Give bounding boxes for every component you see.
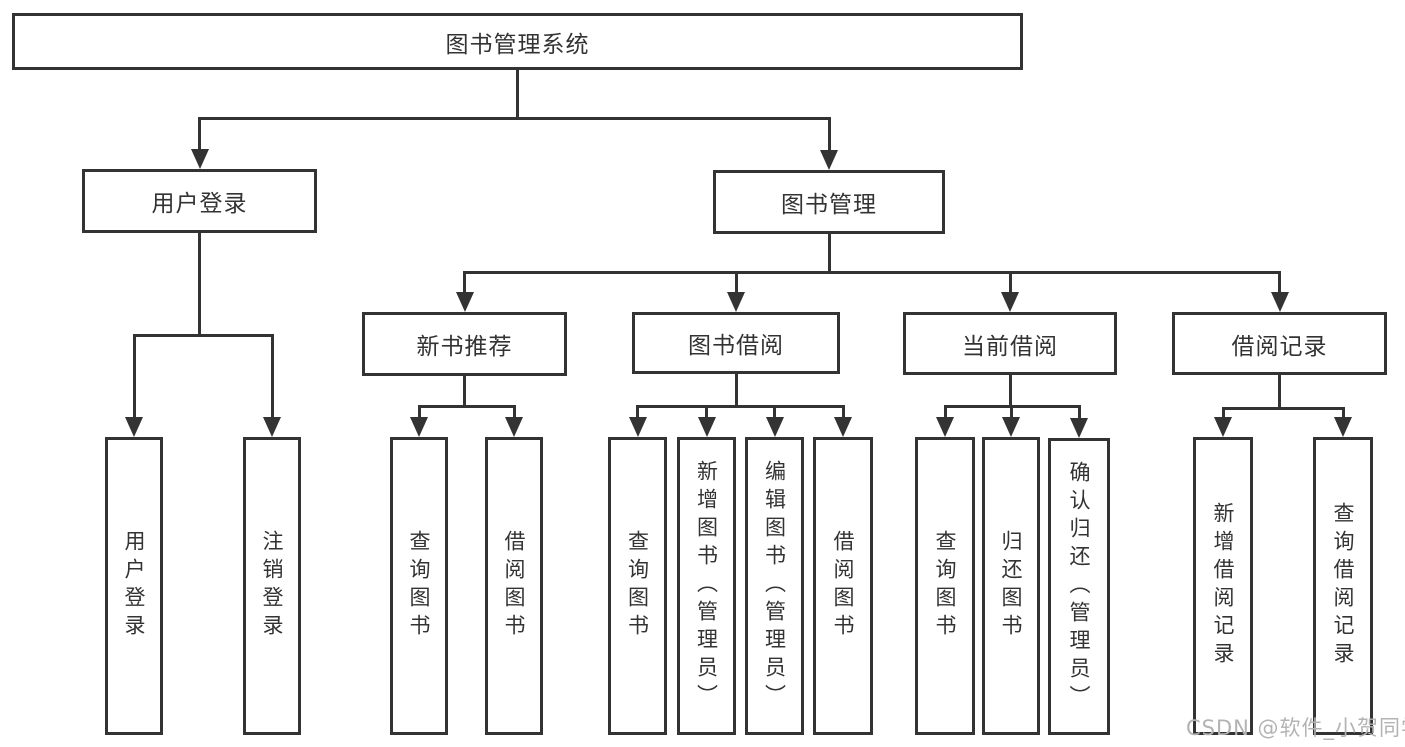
node-label: 当前借阅	[962, 333, 1058, 360]
arrow-head	[936, 417, 954, 437]
diagram-node-leaf_login: 用户登录	[105, 437, 163, 735]
arrow-head	[1334, 417, 1352, 437]
arrow-head	[455, 292, 474, 312]
diagram-node-bor_add: 新增图书（管理员）	[677, 437, 736, 735]
diagram-node-sys: 图书管理系统	[12, 13, 1023, 70]
diagram-node-rec: 新书推荐	[362, 312, 567, 376]
diagram-node-rec_borrow: 借阅图书	[485, 437, 543, 735]
arrow-head	[263, 417, 281, 437]
diagram-node-record: 借阅记录	[1172, 312, 1387, 375]
connector-line	[734, 272, 738, 296]
node-label: 图书管理系统	[445, 31, 590, 58]
connector-line	[1278, 272, 1281, 296]
connector-line	[463, 270, 1281, 274]
node-label: 编辑图书（管理员）	[762, 460, 787, 712]
connector-line	[827, 118, 831, 154]
connector-line	[734, 374, 738, 406]
connector-line	[198, 116, 831, 120]
diagram-node-cur_confirm: 确认归还（管理员）	[1048, 438, 1110, 735]
connector-line	[417, 406, 421, 421]
node-label: 图书管理	[781, 192, 877, 218]
connector-line	[516, 70, 519, 118]
connector-line	[198, 233, 201, 335]
connector-line	[1008, 375, 1012, 406]
diagram-node-bor_borrow: 借阅图书	[813, 437, 873, 735]
connector-line	[132, 335, 136, 421]
diagram-node-log_query: 查询借阅记录	[1313, 437, 1373, 735]
node-label: 用户登录	[122, 530, 146, 642]
node-label: 新书推荐	[416, 334, 513, 360]
connector-line	[1341, 408, 1345, 421]
node-label: 查询图书	[407, 530, 431, 642]
arrow-head	[1002, 417, 1020, 437]
arrow-head	[1001, 292, 1019, 312]
diagram-node-cur_return: 归还图书	[982, 437, 1040, 735]
connector-line	[636, 406, 639, 421]
connector-line	[636, 404, 845, 408]
node-label: 借阅图书	[831, 530, 855, 642]
arrow-head	[410, 417, 428, 437]
arrow-head	[697, 417, 716, 437]
arrow-head	[1070, 418, 1088, 438]
arrow-head	[190, 149, 209, 169]
diagram-node-log_add: 新增借阅记录	[1193, 437, 1253, 735]
node-label: 归还图书	[999, 530, 1023, 642]
connector-line	[773, 406, 776, 421]
diagram-node-rec_query: 查询图书	[390, 437, 448, 735]
node-label: 图书借阅	[688, 333, 784, 359]
arrow-head	[820, 150, 838, 170]
arrow-head	[834, 417, 852, 437]
connector-line	[943, 406, 947, 421]
connector-line	[1077, 406, 1081, 422]
node-label: 借阅记录	[1231, 333, 1328, 360]
node-label: 借阅图书	[502, 530, 526, 642]
node-label: 查询借阅记录	[1331, 502, 1355, 670]
connector-line	[1221, 406, 1345, 410]
arrow-head	[765, 417, 784, 437]
arrow-head	[125, 417, 143, 437]
node-label: 确认归还（管理员）	[1067, 460, 1091, 713]
node-label: 新增借阅记录	[1211, 502, 1235, 670]
arrow-head	[1270, 292, 1289, 312]
arrow-head	[727, 292, 745, 312]
connector-line	[198, 118, 201, 153]
node-label: 新增图书（管理员）	[694, 460, 719, 712]
diagram-node-login: 用户登录	[82, 169, 317, 233]
diagram-node-mgmt: 图书管理	[713, 170, 945, 234]
connector-line	[705, 406, 708, 421]
arrow-head	[628, 417, 647, 437]
connector-line	[1278, 375, 1281, 408]
node-label: 查询图书	[933, 530, 957, 642]
diagram-node-cur_query: 查询图书	[915, 437, 975, 735]
diagram-node-leaf_logout: 注销登录	[243, 437, 301, 735]
connector-line	[841, 406, 845, 421]
connector-line	[463, 376, 466, 406]
diagram-node-current: 当前借阅	[903, 312, 1117, 375]
connector-line	[827, 234, 831, 272]
node-label: 查询图书	[625, 530, 650, 642]
connector-line	[417, 404, 516, 408]
arrow-head	[505, 417, 523, 437]
diagram-node-borrow: 图书借阅	[632, 312, 840, 374]
connector-line	[512, 406, 516, 421]
diagram-node-bor_query: 查询图书	[608, 437, 667, 735]
node-label: 用户登录	[151, 191, 248, 217]
connector-line	[1008, 272, 1012, 296]
connector-line	[270, 335, 274, 421]
connector-line	[132, 333, 274, 337]
connector-line	[1221, 408, 1225, 421]
connector-line	[463, 272, 466, 296]
csdn-watermark: CSDN @软件_小贺同学	[1186, 716, 1405, 740]
node-label: 注销登录	[260, 530, 284, 642]
arrow-head	[1214, 417, 1232, 437]
diagram-node-bor_edit: 编辑图书（管理员）	[745, 437, 804, 735]
connector-line	[1009, 406, 1013, 421]
